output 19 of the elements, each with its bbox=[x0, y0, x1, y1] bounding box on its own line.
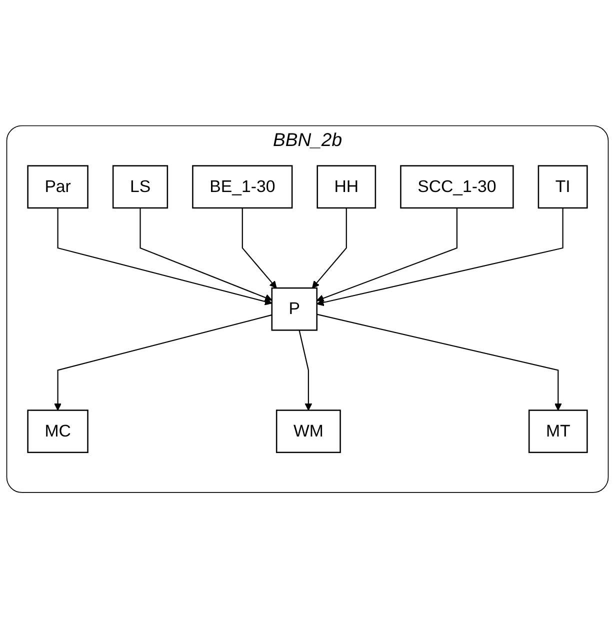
arrow bbox=[316, 314, 562, 411]
node-box: P bbox=[271, 288, 318, 332]
arrow bbox=[298, 330, 312, 411]
node-box: BE_1-30 bbox=[192, 166, 293, 209]
node-box: WM bbox=[276, 410, 341, 454]
node-box: SCC_1-30 bbox=[400, 166, 514, 209]
node-box: TI bbox=[538, 166, 588, 209]
arrow bbox=[242, 208, 277, 289]
arrow bbox=[57, 208, 272, 306]
arrow bbox=[312, 208, 347, 289]
node-box: MT bbox=[528, 410, 588, 454]
node-box: HH bbox=[316, 166, 376, 209]
node-box: MC bbox=[27, 410, 88, 454]
arrow bbox=[316, 208, 458, 302]
node-box: Par bbox=[27, 166, 88, 209]
arrow bbox=[140, 208, 272, 302]
arrow bbox=[54, 314, 272, 411]
node-box: LS bbox=[112, 166, 168, 209]
arrow bbox=[316, 208, 564, 306]
